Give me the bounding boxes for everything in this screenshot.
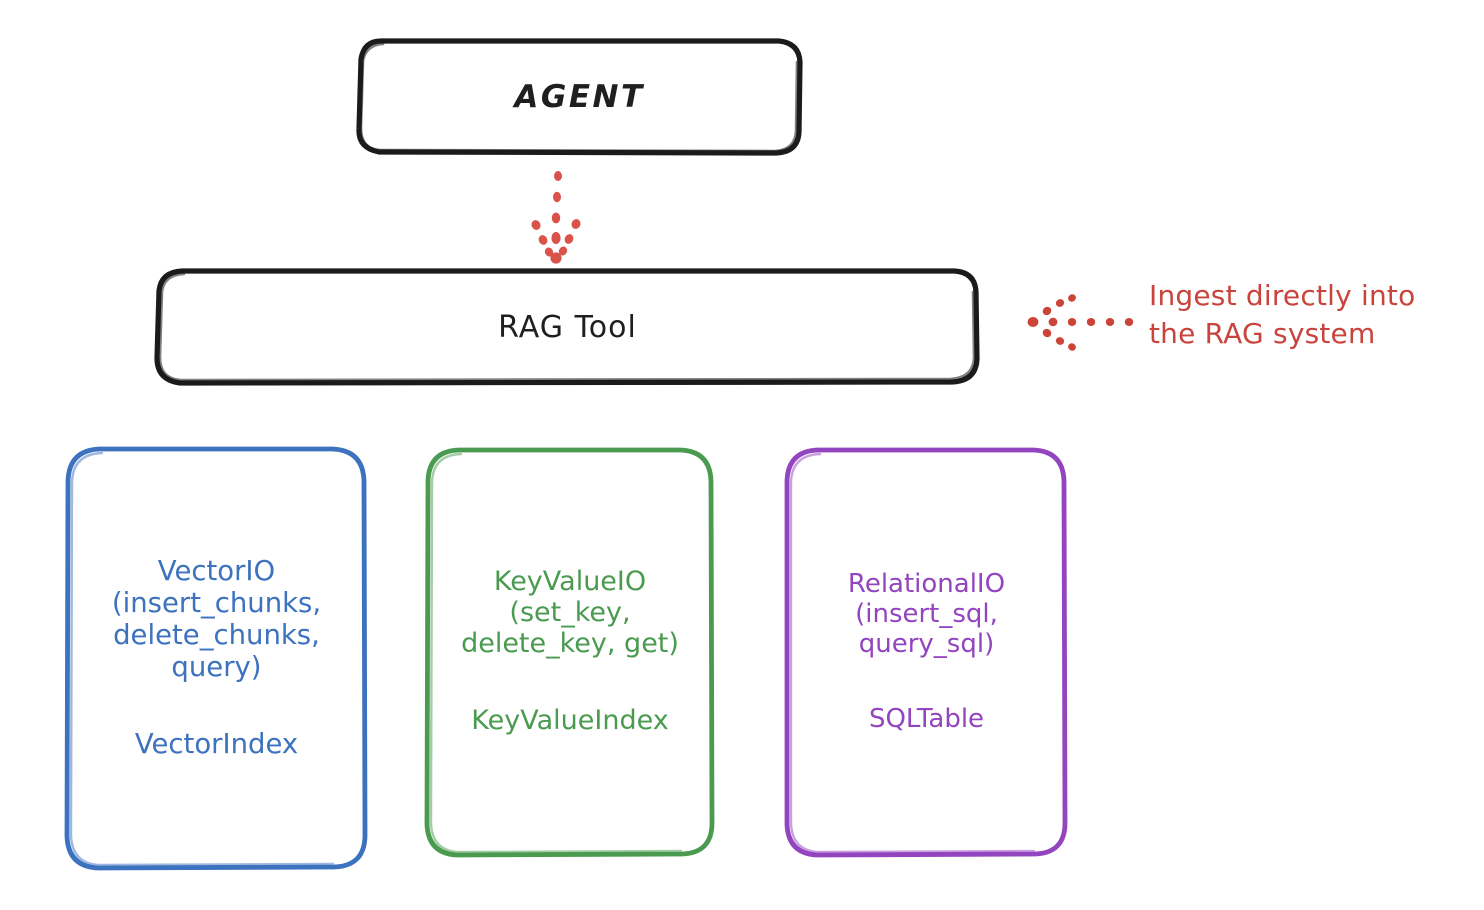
relational-io-api-signature: RelationalIO (insert_sql, query_sql) [847,568,1006,659]
agent-box-outline [356,38,803,156]
ingest-to-rag-dotted-arrow [1027,294,1134,351]
relationalio-box-outline [784,447,1068,858]
keyvalueio-box-outline [424,447,715,858]
agent-to-rag-dotted-arrow [531,171,581,264]
key-value-io-api-signature: KeyValueIO (set_key, delete_key, get) [461,566,679,660]
relational-io-index-name: SQLTable [868,703,985,734]
node-agent-label: AGENT [514,79,645,115]
vector-io-index-name: VectorIndex [134,727,299,760]
vector-io-api-signature: VectorIO (insert_chunks, delete_chunks, … [111,554,322,683]
annotation-ingest-directly: Ingest directly into the RAG system [1149,279,1416,351]
node-agent[interactable]: AGENT [358,40,801,154]
node-vector-io[interactable]: VectorIO (insert_chunks, delete_chunks, … [67,448,366,869]
node-relational-io[interactable]: RelationalIO (insert_sql, query_sql) SQL… [787,449,1066,856]
node-rag-tool-label: RAG Tool [498,309,637,345]
node-rag-tool[interactable]: RAG Tool [157,270,978,384]
node-key-value-io[interactable]: KeyValueIO (set_key, delete_key, get) Ke… [427,449,713,856]
rag-tool-box-outline [154,268,980,386]
vectorio-box-outline [64,446,368,871]
key-value-io-index-name: KeyValueIndex [471,705,669,737]
